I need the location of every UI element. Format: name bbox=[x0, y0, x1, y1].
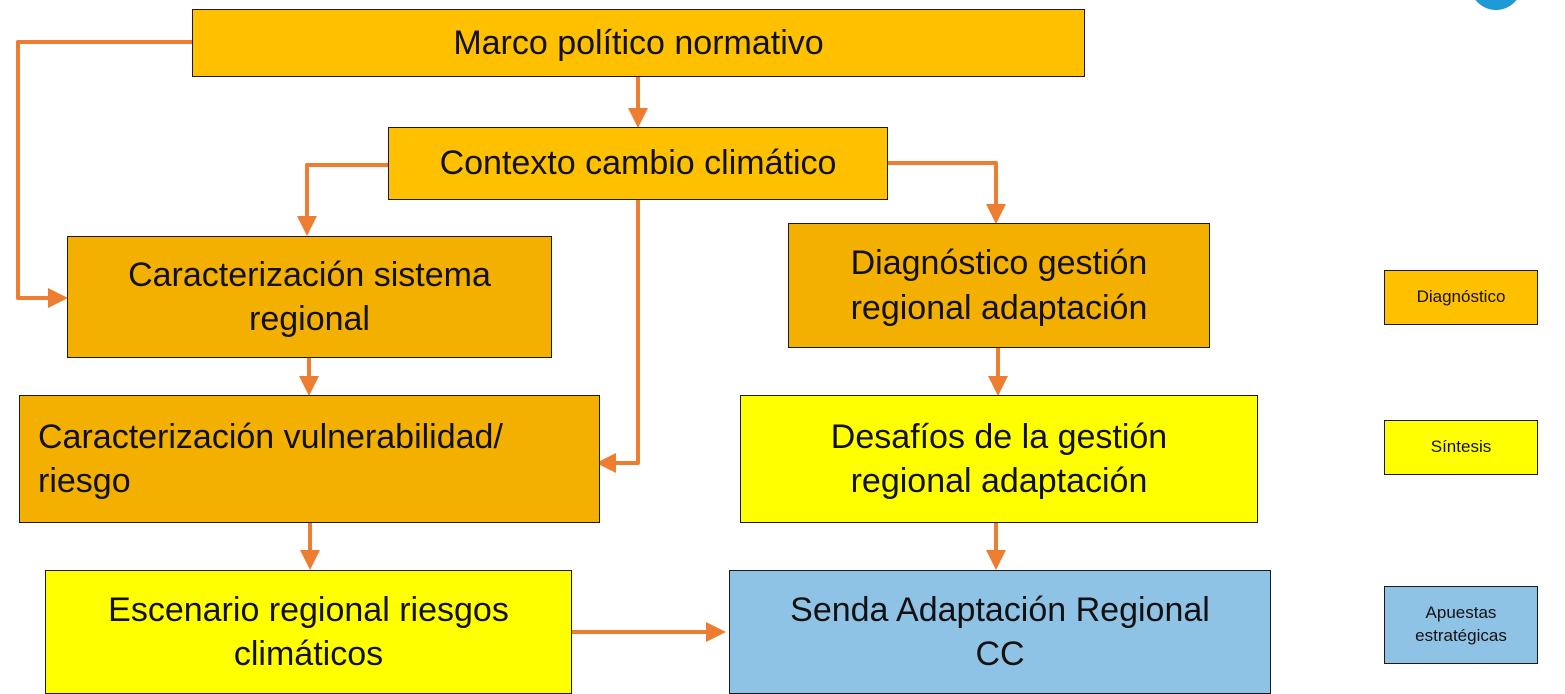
node-diagnostico-gestion: Diagnóstico gestión regional adaptación bbox=[788, 223, 1210, 348]
node-desafios-gestion: Desafíos de la gestión regional adaptaci… bbox=[740, 395, 1258, 523]
arrow-marco-to-caract-sistema bbox=[16, 40, 192, 308]
legend-sintesis: Síntesis bbox=[1384, 420, 1538, 475]
node-caracterizacion-sistema: Caracterización sistema regional bbox=[67, 236, 552, 358]
arrow-contexto-to-diag-gestion bbox=[888, 161, 1006, 224]
node-contexto-cambio-climatico: Contexto cambio climático bbox=[388, 127, 888, 200]
node-caracterizacion-vulnerabilidad: Caracterización vulnerabilidad/ riesgo bbox=[19, 395, 600, 523]
legend-apuestas-estrategicas: Apuestas estratégicas bbox=[1384, 586, 1538, 664]
legend-diagnostico: Diagnóstico bbox=[1384, 270, 1538, 325]
corner-logo-fragment bbox=[1470, 0, 1522, 10]
node-escenario-regional: Escenario regional riesgos climáticos bbox=[45, 570, 572, 694]
node-marco-politico: Marco político normativo bbox=[192, 9, 1085, 77]
arrow-contexto-to-caract-vuln bbox=[596, 200, 640, 473]
arrow-contexto-to-caract-sistema bbox=[297, 163, 388, 236]
node-senda-adaptacion: Senda Adaptación Regional CC bbox=[729, 570, 1271, 694]
